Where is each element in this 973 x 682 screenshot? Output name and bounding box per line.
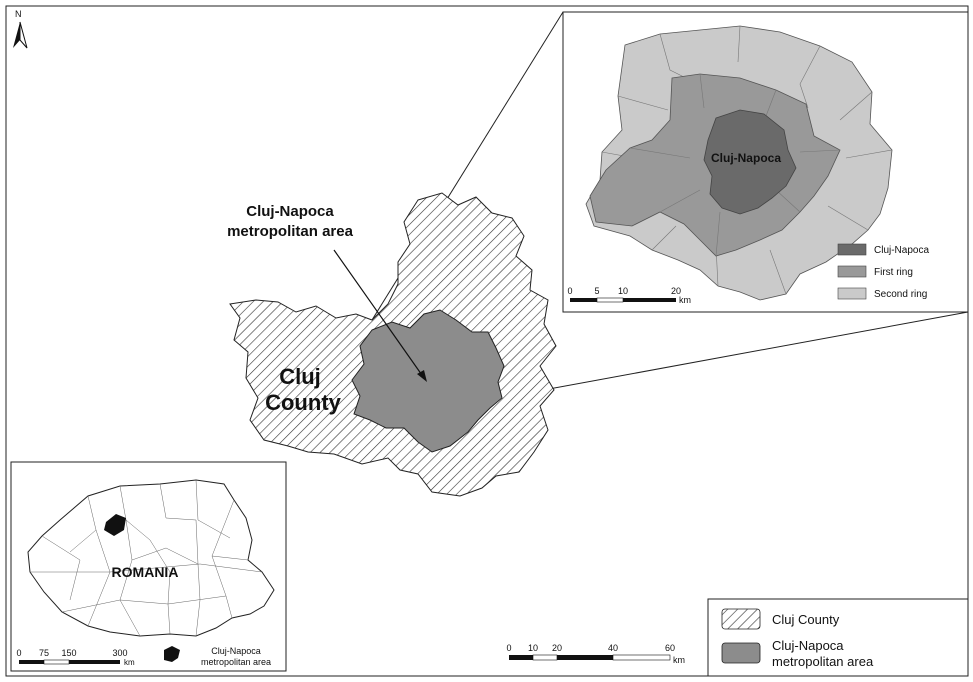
inset-legend-second-ring: Second ring xyxy=(874,289,927,300)
metro-label-line2: metropolitan area xyxy=(227,223,354,240)
inset-scale-bar: 0 5 10 20 km xyxy=(567,286,691,305)
main-scale-unit: km xyxy=(673,655,685,665)
county-label-line2: County xyxy=(265,390,342,415)
romania-scale-tick-2: 150 xyxy=(61,648,76,658)
inset-scale-tick-0: 0 xyxy=(567,286,572,296)
inset-legend-city: Cluj-Napoca xyxy=(874,245,929,256)
county-label-line1: Cluj xyxy=(279,364,321,389)
romania-county-borders xyxy=(30,479,263,637)
romania-label: ROMANIA xyxy=(112,564,179,580)
romania-legend-marker xyxy=(164,646,180,662)
inset-legend: Cluj-Napoca First ring Second ring xyxy=(837,243,929,300)
legend-metro-label-line2: metropolitan area xyxy=(772,654,874,669)
main-legend: Cluj County Cluj-Napoca metropolitan are… xyxy=(707,598,969,677)
romania-inset: ROMANIA 0 75 150 300 km Cluj-Napoca metr… xyxy=(10,461,287,672)
romania-scale-tick-0: 0 xyxy=(16,648,21,658)
inset-scale-tick-2: 10 xyxy=(618,286,628,296)
inset-legend-first-ring: First ring xyxy=(874,267,913,278)
inset-city-label: Cluj-Napoca xyxy=(711,151,781,165)
romania-outline xyxy=(27,479,275,637)
north-arrow-icon: N xyxy=(13,9,28,49)
pointer-arrow-icon xyxy=(333,249,427,382)
romania-scale-tick-1: 75 xyxy=(39,648,49,658)
metro-label-line1: Cluj-Napoca xyxy=(246,203,334,220)
romania-scale-bar: 0 75 150 300 km xyxy=(16,648,135,667)
legend-swatch-city xyxy=(837,243,867,256)
legend-swatch-metro xyxy=(721,642,761,664)
city-area xyxy=(703,109,797,215)
main-scale-tick-4: 60 xyxy=(665,643,675,653)
main-scale-tick-0: 0 xyxy=(506,643,511,653)
romania-legend-line2: metropolitan area xyxy=(201,657,271,667)
romania-metro-marker xyxy=(104,514,126,536)
romania-scale-tick-3: 300 xyxy=(112,648,127,658)
main-scale-tick-1: 10 xyxy=(528,643,538,653)
legend-swatch-first-ring xyxy=(837,265,867,278)
inset-scale-tick-3: 20 xyxy=(671,286,681,296)
metro-area xyxy=(351,309,505,453)
romania-legend-line1: Cluj-Napoca xyxy=(211,646,261,656)
legend-metro-label-line1: Cluj-Napoca xyxy=(772,638,844,653)
main-scale-bar: 0 10 20 40 60 km xyxy=(506,643,685,665)
main-scale-tick-3: 40 xyxy=(608,643,618,653)
main-scale-tick-2: 20 xyxy=(552,643,562,653)
inset-scale-tick-1: 5 xyxy=(594,286,599,296)
north-label: N xyxy=(15,9,22,19)
map-frame xyxy=(5,5,969,677)
detail-inset: Cluj-Napoca Cluj-Napoca First ring Secon… xyxy=(562,11,969,313)
inset-scale-unit: km xyxy=(679,295,691,305)
legend-county-label: Cluj County xyxy=(772,612,840,627)
legend-swatch-second-ring xyxy=(837,287,867,300)
legend-swatch-county xyxy=(721,608,761,630)
romania-scale-unit: km xyxy=(124,658,135,667)
